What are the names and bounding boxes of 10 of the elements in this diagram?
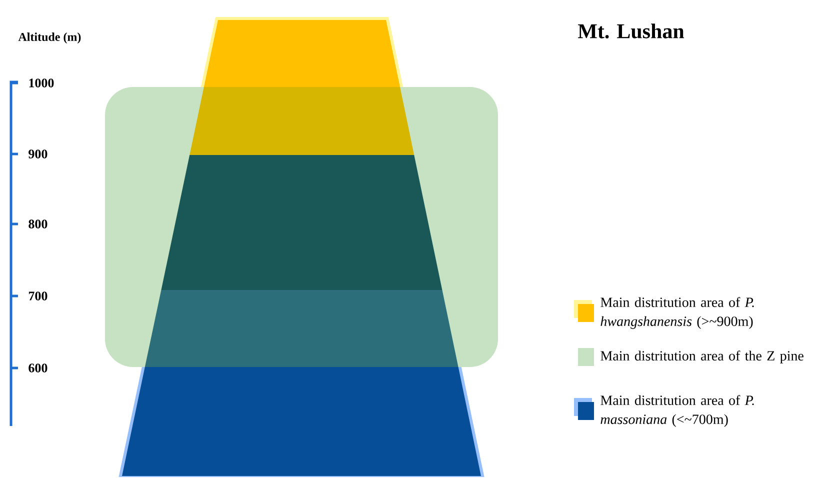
tick-label: 600 <box>28 364 48 372</box>
tick-label: 800 <box>28 220 48 228</box>
tick-label: 1000 <box>29 78 54 88</box>
legend-text: Main distritution area of the Z pine <box>600 350 804 364</box>
legend-text: Main distritution area of P. hwangshanensis (>~900m) <box>600 297 754 329</box>
title: Mt. Lushan <box>578 24 684 38</box>
tick-label: 700 <box>28 292 48 300</box>
tick-label: 900 <box>28 150 48 158</box>
axis-title: Altitude (m) <box>18 32 81 44</box>
legend-text: Main distritution area of P. massoniana (<~700m) <box>600 395 754 427</box>
